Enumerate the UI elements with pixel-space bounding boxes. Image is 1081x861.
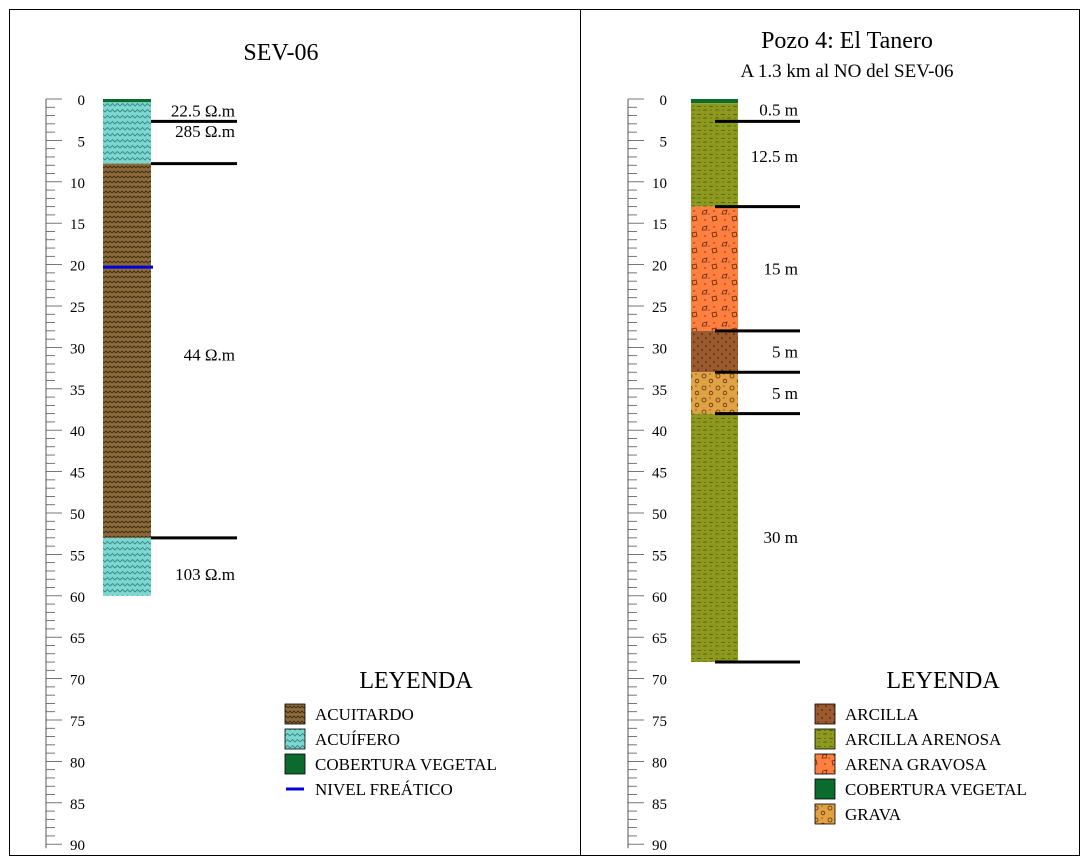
depth-axis: 0 5 10 15 20 25 30 35 40 45 50 55 60 65 70 75 80 85 90 xyxy=(627,93,668,854)
tick-label: 30 xyxy=(70,341,85,357)
legend-label: ARCILLA xyxy=(845,705,919,724)
layer-arcilla xyxy=(691,330,738,373)
tick-label: 60 xyxy=(70,590,85,606)
legend-label: ACUITARDO xyxy=(315,705,414,724)
legend: LEYENDA ARCILLA ARCILLA ARENOSA ARENA GRAV… xyxy=(814,668,1027,825)
legend-label: GRAVA xyxy=(845,805,902,824)
legend-swatch-cobertura-vegetal xyxy=(814,778,836,800)
panel-pozo-4: Pozo 4: El Tanero A 1.3 km al NO del SEV… xyxy=(627,28,1027,854)
legend-title: LEYENDA xyxy=(359,668,473,694)
tick-label: 45 xyxy=(70,466,85,482)
legend-swatch-cobertura-vegetal xyxy=(284,753,306,775)
tick-label: 10 xyxy=(70,176,85,192)
legend-items: ARCILLA ARCILLA ARENOSA ARENA GRAVOSA COBER… xyxy=(814,703,1027,825)
panel-sev-06: SEV-06 0 5 10 15 20 25 30 35 40 45 50 55 60 65 70 75 80 8… xyxy=(45,40,497,854)
layer-label: 12.5 m xyxy=(751,147,798,166)
panel-subtitle: A 1.3 km al NO del SEV-06 xyxy=(740,61,953,82)
tick-label: 45 xyxy=(652,466,667,482)
layer-arcilla-arenosa xyxy=(691,413,738,663)
layer-cobertura-vegetal xyxy=(103,99,151,103)
layer-labels: 22.5 Ω.m 285 Ω.m 44 Ω.m 103 Ω.m xyxy=(171,101,235,584)
legend-title: LEYENDA xyxy=(886,668,1000,694)
layer-acuitardo xyxy=(103,163,151,538)
layer-labels: 0.5 m 12.5 m 15 m 5 m 5 m 30 m xyxy=(751,101,798,547)
tick-label: 55 xyxy=(652,548,667,564)
tick-label: 25 xyxy=(70,300,85,316)
legend-label: ACUÍFERO xyxy=(315,730,400,749)
figure-border xyxy=(9,9,1080,856)
tick-label: 5 xyxy=(660,134,668,150)
boundary-lines xyxy=(715,119,800,664)
depth-axis: 0 5 10 15 20 25 30 35 40 45 50 55 60 65 70 75 80 85 90 xyxy=(45,93,86,854)
layer-label: 285 Ω.m xyxy=(175,122,235,141)
legend-label: COBERTURA VEGETAL xyxy=(845,780,1027,799)
panel-title: SEV-06 xyxy=(243,40,318,66)
tick-label: 90 xyxy=(652,838,667,854)
legend-swatch-acuifero xyxy=(284,728,306,750)
boundary-lines xyxy=(151,119,237,540)
legend-swatch-arcilla-arenosa xyxy=(814,728,836,750)
tick-label: 5 xyxy=(78,134,86,150)
layer-label: 22.5 Ω.m xyxy=(171,101,235,120)
stratigraphic-column xyxy=(103,99,153,596)
legend-swatch-arcilla xyxy=(814,703,836,725)
tick-label: 30 xyxy=(652,341,667,357)
legend-label: ARCILLA ARENOSA xyxy=(845,730,1002,749)
tick-label: 35 xyxy=(70,383,85,399)
stratigraphic-column xyxy=(691,99,738,663)
tick-label: 50 xyxy=(70,507,85,523)
layer-label: 30 m xyxy=(764,528,798,547)
layer-label: 5 m xyxy=(772,342,798,361)
tick-label: 20 xyxy=(70,259,85,275)
tick-label: 85 xyxy=(70,797,85,813)
legend-swatch-arena-gravosa xyxy=(814,753,836,775)
legend-items: ACUITARDO ACUÍFERO COBERTURA VEGETAL NIVEL … xyxy=(284,703,497,799)
legend-swatch-acuitardo xyxy=(284,703,306,725)
panel-title: Pozo 4: El Tanero xyxy=(761,28,933,54)
tick-label: 15 xyxy=(652,217,667,233)
tick-label: 80 xyxy=(70,755,85,771)
tick-label: 0 xyxy=(78,93,86,109)
layer-label: 15 m xyxy=(764,260,798,279)
tick-label: 10 xyxy=(652,176,667,192)
tick-label: 65 xyxy=(652,631,667,647)
legend: LEYENDA ACUITARDO ACUÍFERO COBERTURA VEGET… xyxy=(284,668,497,799)
tick-label: 75 xyxy=(652,714,667,730)
tick-label: 85 xyxy=(652,797,667,813)
tick-label: 65 xyxy=(70,631,85,647)
layer-acuifero xyxy=(103,537,151,596)
tick-label: 90 xyxy=(70,838,85,854)
layer-arena-gravosa xyxy=(691,206,738,331)
layer-label: 44 Ω.m xyxy=(184,346,235,365)
layer-acuifero xyxy=(103,102,151,164)
tick-label: 40 xyxy=(70,424,85,440)
layer-arcilla-arenosa xyxy=(691,103,738,207)
layer-label: 0.5 m xyxy=(759,101,798,120)
layer-label: 5 m xyxy=(772,384,798,403)
tick-label: 50 xyxy=(652,507,667,523)
legend-label: NIVEL FREÁTICO xyxy=(315,780,453,799)
tick-label: 40 xyxy=(652,424,667,440)
tick-label: 70 xyxy=(70,673,85,689)
tick-label: 75 xyxy=(70,714,85,730)
tick-label: 25 xyxy=(652,300,667,316)
tick-label: 60 xyxy=(652,590,667,606)
layer-cobertura-vegetal xyxy=(691,99,738,104)
legend-label: COBERTURA VEGETAL xyxy=(315,755,497,774)
legend-swatch-grava xyxy=(814,803,836,825)
tick-label: 55 xyxy=(70,548,85,564)
tick-label: 20 xyxy=(652,259,667,275)
tick-label: 0 xyxy=(660,93,668,109)
legend-label: ARENA GRAVOSA xyxy=(845,755,988,774)
layer-grava xyxy=(691,372,738,414)
tick-label: 80 xyxy=(652,755,667,771)
layer-label: 103 Ω.m xyxy=(175,565,235,584)
tick-label: 70 xyxy=(652,673,667,689)
tick-label: 15 xyxy=(70,217,85,233)
tick-label: 35 xyxy=(652,383,667,399)
